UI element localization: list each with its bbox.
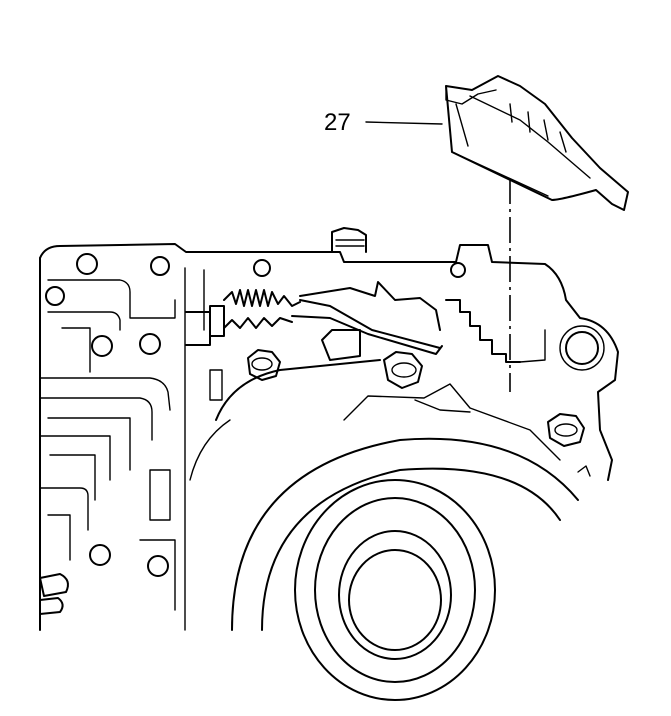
detent-steps xyxy=(445,299,546,363)
bolt-right xyxy=(547,413,585,447)
differential-housing xyxy=(189,359,591,701)
bolt-center xyxy=(383,351,423,389)
manual-valve-linkage xyxy=(185,281,443,361)
callout-leader xyxy=(365,121,443,125)
valve-body xyxy=(39,253,223,615)
filler-cover-part xyxy=(445,75,629,211)
callout-label: 27 xyxy=(324,109,351,136)
transmission-case xyxy=(39,227,619,631)
callout-27: 27 xyxy=(324,109,443,136)
bolts xyxy=(247,259,605,447)
